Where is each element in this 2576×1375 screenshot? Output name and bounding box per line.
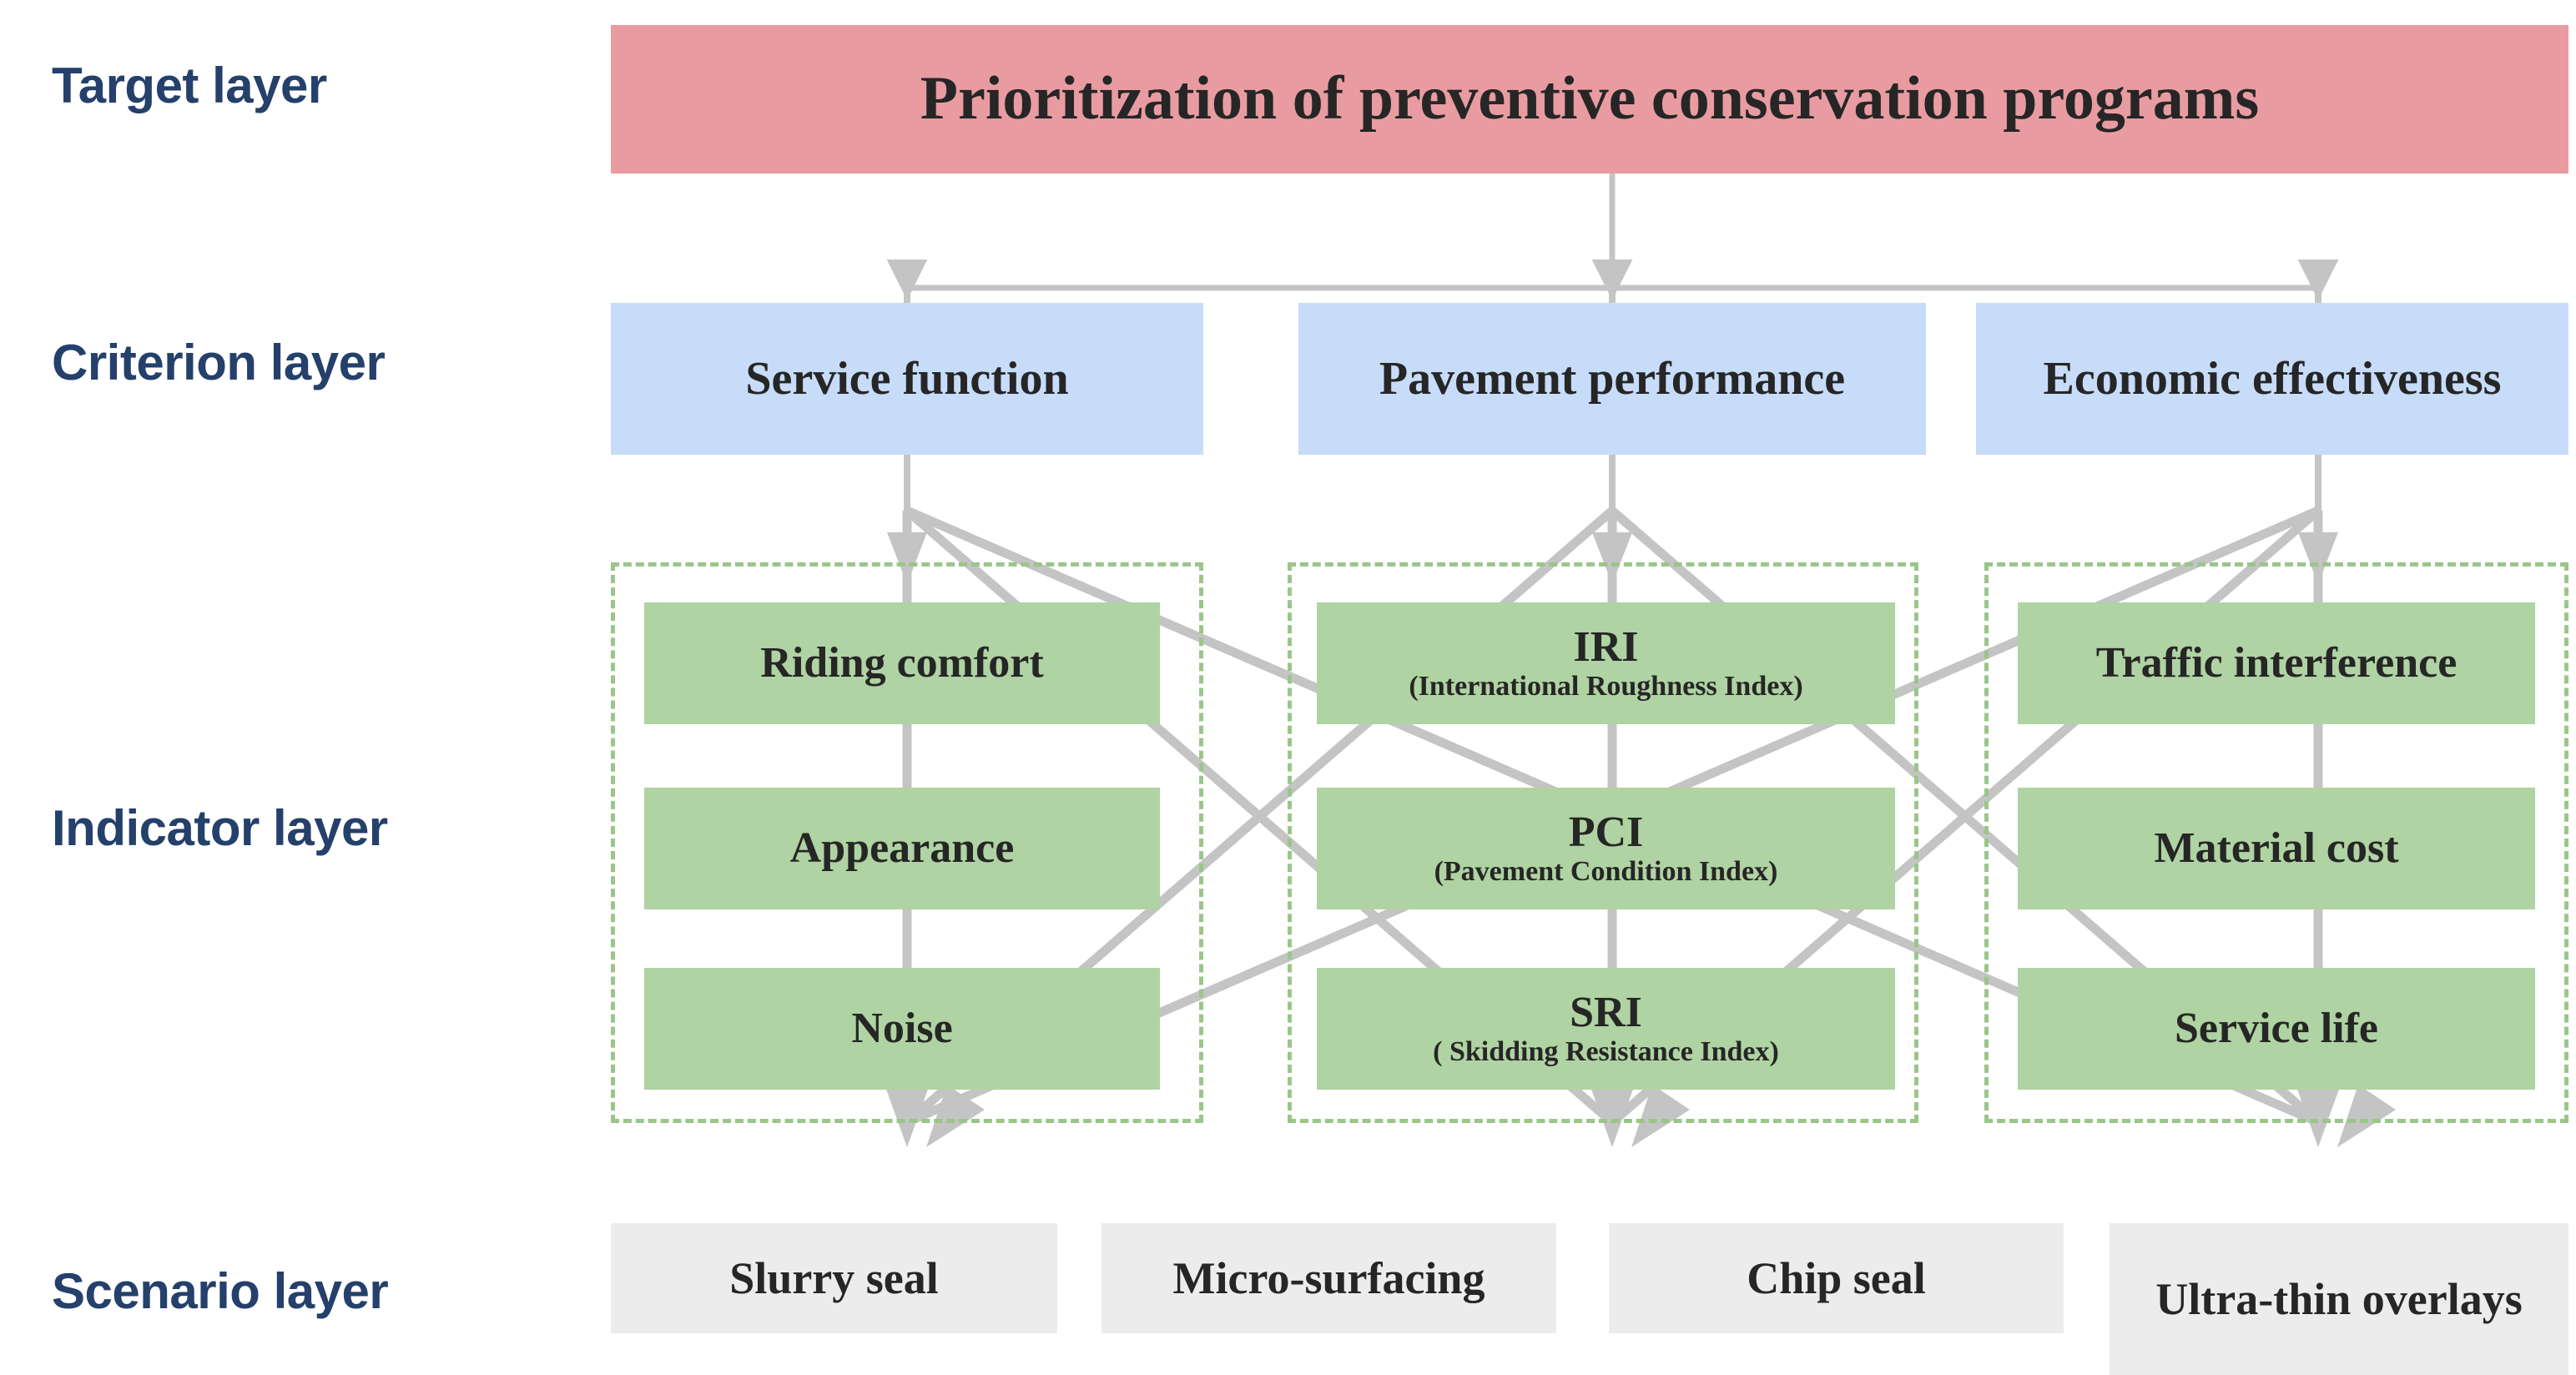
indicator-node-sublabel: (Pavement Condition Index) [1434,856,1778,888]
indicator-node-label: Service life [2175,1004,2378,1052]
criterion-node-economic-effectiveness[interactable]: Economic effectiveness [1976,303,2568,455]
criterion-node-service-function[interactable]: Service function [611,303,1203,455]
indicator-node-traffic-interference[interactable]: Traffic interference [2018,602,2535,724]
indicator-group-economic-effectiveness [1984,562,2568,1123]
indicator-node-pci[interactable]: PCI (Pavement Condition Index) [1317,788,1895,909]
indicator-group-pavement-performance [1288,562,1918,1123]
scenario-node-label: Slurry seal [729,1252,939,1303]
scenario-node-micro-surfacing[interactable]: Micro-surfacing [1101,1223,1556,1333]
scenario-node-slurry-seal[interactable]: Slurry seal [611,1223,1057,1333]
indicator-node-label: Material cost [2154,823,2399,872]
indicator-node-material-cost[interactable]: Material cost [2018,788,2535,909]
scenario-node-label: Micro-surfacing [1172,1252,1485,1303]
indicator-node-label: SRI [1570,988,1642,1036]
indicator-node-label: IRI [1573,622,1639,671]
criterion-node-label: Pavement performance [1379,352,1846,405]
indicator-node-sublabel: ( Skidding Resistance Index) [1433,1036,1779,1068]
layer-label-criterion: Criterion layer [52,335,386,390]
scenario-node-ultra-thin-overlays[interactable]: Ultra-thin overlays [2110,1223,2568,1375]
scenario-node-label: Ultra-thin overlays [2155,1273,2523,1324]
indicator-node-noise[interactable]: Noise [644,968,1160,1090]
indicator-node-riding-comfort[interactable]: Riding comfort [644,602,1160,724]
indicator-node-appearance[interactable]: Appearance [644,788,1160,909]
layer-label-scenario: Scenario layer [52,1263,389,1319]
layer-label-target: Target layer [52,58,327,113]
criterion-node-pavement-performance[interactable]: Pavement performance [1298,303,1926,455]
target-node[interactable]: Prioritization of preventive conservatio… [611,25,2568,174]
indicator-group-service-function [611,562,1203,1123]
indicator-node-label: Appearance [789,823,1015,872]
indicator-node-sri[interactable]: SRI ( Skidding Resistance Index) [1317,968,1895,1090]
scenario-node-label: Chip seal [1747,1252,1926,1303]
indicator-node-label: Riding comfort [760,638,1044,687]
layer-label-indicator: Indicator layer [52,800,388,856]
indicator-node-iri[interactable]: IRI (International Roughness Index) [1317,602,1895,724]
indicator-node-label: PCI [1568,808,1644,856]
target-node-label: Prioritization of preventive conservatio… [920,64,2260,133]
indicator-node-label: Traffic interference [2095,638,2458,687]
indicator-node-label: Noise [851,1004,953,1052]
indicator-node-service-life[interactable]: Service life [2018,968,2535,1090]
criterion-node-label: Economic effectiveness [2043,352,2502,405]
criterion-node-label: Service function [745,352,1069,405]
scenario-node-chip-seal[interactable]: Chip seal [1609,1223,2064,1333]
indicator-node-sublabel: (International Roughness Index) [1409,671,1803,703]
